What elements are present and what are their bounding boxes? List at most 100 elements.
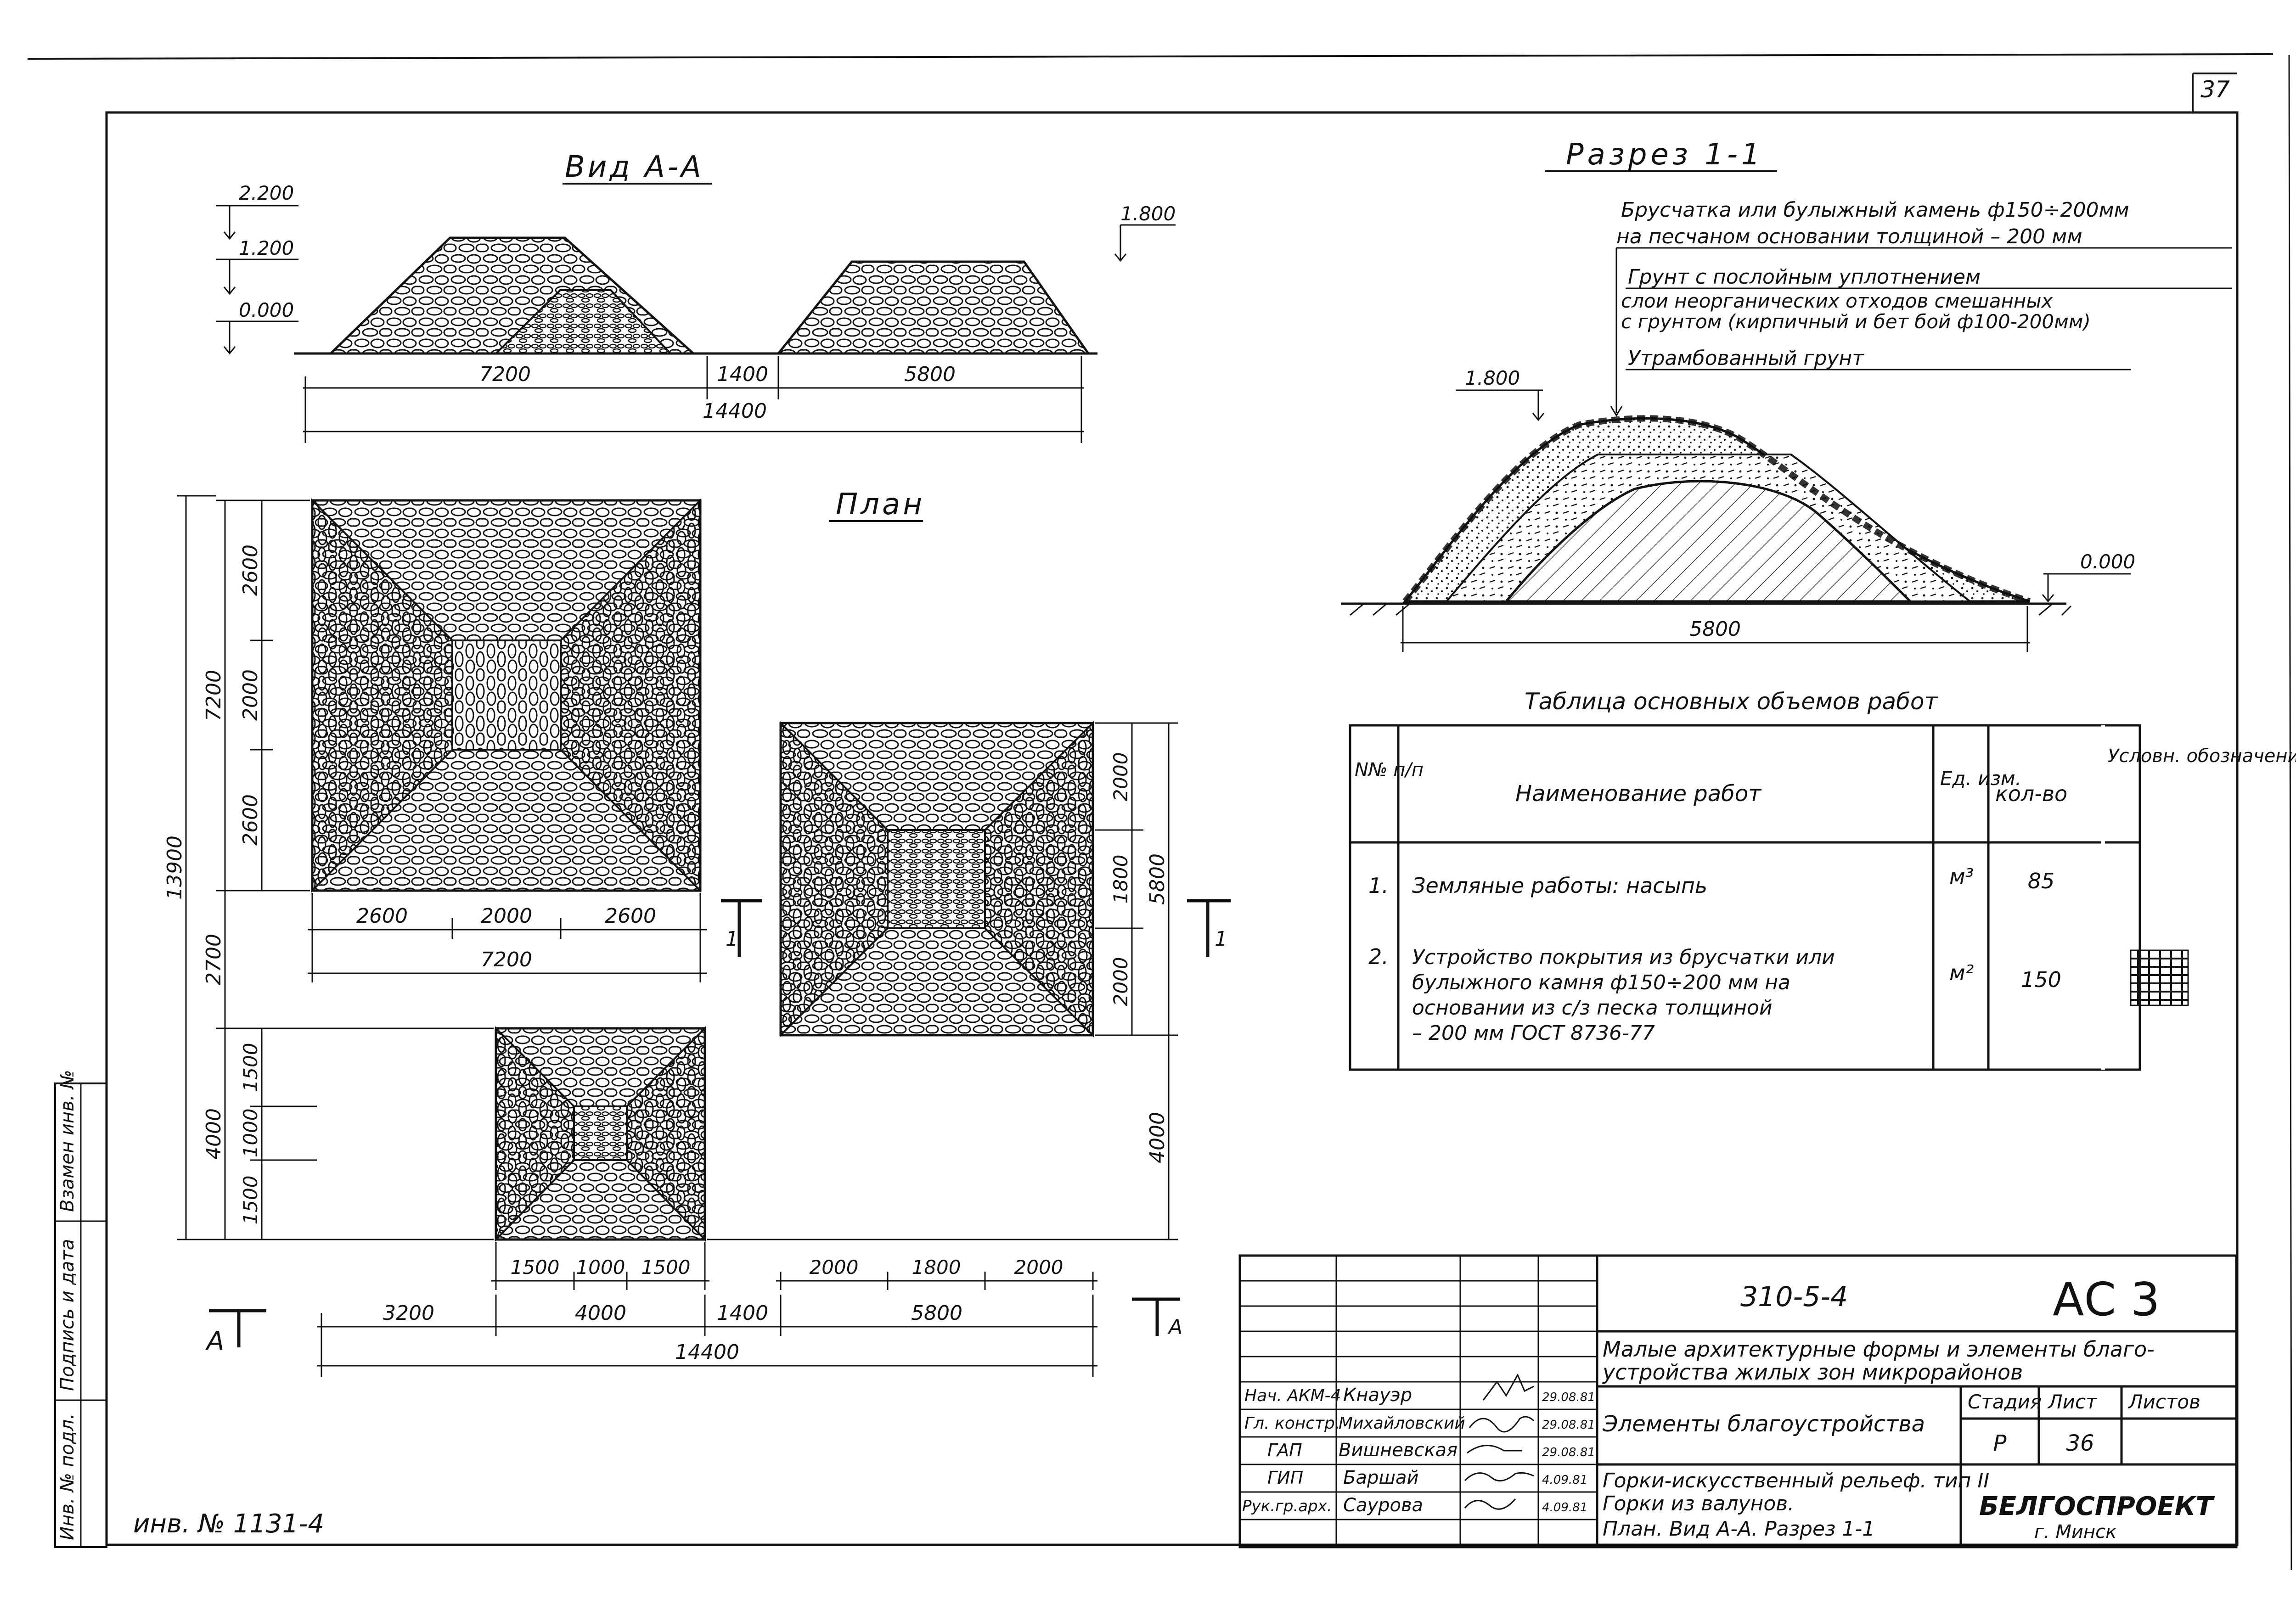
svg-text:N№ п/п: N№ п/п	[1355, 759, 1424, 780]
svg-text:2000: 2000	[1109, 752, 1132, 802]
svg-text:2600: 2600	[605, 904, 656, 928]
plan-small-pyramid	[495, 1026, 706, 1242]
table-title: Таблица основных объемов работ	[1525, 688, 1939, 715]
svg-text:1: 1	[726, 927, 738, 951]
svg-text:1.800: 1.800	[1465, 367, 1520, 389]
svg-text:1400: 1400	[717, 1301, 768, 1325]
svg-text:2000: 2000	[239, 669, 262, 721]
svg-text:85: 85	[2028, 869, 2055, 893]
inventory-number: инв. № 1131-4	[133, 1509, 324, 1539]
svg-text:Утрамбованный грунт: Утрамбованный грунт	[1628, 347, 1864, 370]
svg-text:Горки-искусственный рельеф. ти: Горки-искусственный рельеф. тип II	[1603, 1469, 1989, 1492]
svg-text:1400: 1400	[717, 363, 768, 386]
svg-text:14400: 14400	[703, 399, 767, 423]
left-strip: Взамен инв. № Подпись и дата Инв. № подл…	[57, 1070, 78, 1540]
svg-text:5800: 5800	[904, 363, 956, 386]
plan: План	[163, 488, 1231, 1377]
svg-text:1000: 1000	[576, 1256, 625, 1279]
svg-text:29.08.81: 29.08.81	[1542, 1418, 1595, 1432]
level-2200: 2.200	[239, 182, 294, 204]
svg-text:2000: 2000	[1014, 1256, 1064, 1279]
svg-text:Саурова: Саурова	[1343, 1495, 1423, 1516]
svg-text:Устройство покрытия из брусчат: Устройство покрытия из брусчатки или	[1412, 946, 1835, 969]
svg-text:Баршай: Баршай	[1343, 1467, 1418, 1488]
svg-text:с грунтом (кирпичный и бет бой: с грунтом (кирпичный и бет бой ф100-200м…	[1621, 310, 2091, 333]
svg-text:0.000: 0.000	[2080, 550, 2135, 573]
legend-symbol	[2130, 949, 2189, 1006]
svg-text:булыжного камня ф150÷200 мм на: булыжного камня ф150÷200 мм на	[1412, 971, 1790, 994]
svg-text:слои неорганических отходов см: слои неорганических отходов смешанных	[1621, 290, 2054, 312]
svg-text:2000: 2000	[481, 904, 532, 928]
svg-text:Грунт с послойным уплотнением: Грунт с послойным уплотнением	[1628, 265, 1981, 289]
svg-text:Брусчатка или булыжный камень: Брусчатка или булыжный камень ф150÷200мм	[1621, 198, 2129, 222]
svg-text:1500: 1500	[239, 1043, 262, 1092]
svg-text:1: 1	[1215, 927, 1227, 951]
svg-text:Вишневская: Вишневская	[1339, 1440, 1458, 1461]
svg-text:г. Минск: г. Минск	[2034, 1521, 2116, 1542]
svg-text:А: А	[205, 1326, 224, 1356]
svg-text:4000: 4000	[1146, 1112, 1169, 1163]
cut-markers	[209, 899, 1231, 1347]
svg-text:Нач. АКМ-4: Нач. АКМ-4	[1244, 1386, 1341, 1405]
svg-text:устройства жилых зон микрорайо: устройства жилых зон микрорайонов	[1602, 1360, 2023, 1385]
plan-big-pyramid	[311, 498, 702, 893]
svg-text:2600: 2600	[356, 904, 408, 928]
doc-code: 310-5-4	[1740, 1281, 1848, 1313]
svg-text:кол-во: кол-во	[1995, 781, 2067, 806]
volumes-table: Таблица основных объемов работ N№ п/п На…	[1349, 688, 2296, 1071]
svg-text:29.08.81: 29.08.81	[1542, 1446, 1595, 1459]
level-1800: 1.800	[1120, 202, 1176, 225]
sheet-frame	[27, 53, 2292, 1571]
svg-text:2.: 2.	[1368, 944, 1389, 969]
svg-text:Лист: Лист	[2047, 1391, 2098, 1413]
svg-text:Условн. обозначения: Условн. обозначения	[2108, 746, 2296, 767]
svg-text:7200: 7200	[479, 363, 531, 386]
svg-text:Земляные работы: насыпь: Земляные работы: насыпь	[1412, 873, 1707, 898]
svg-text:5800: 5800	[1689, 617, 1741, 641]
svg-text:Гл. констр.: Гл. констр.	[1244, 1414, 1340, 1433]
level-0000: 0.000	[239, 299, 294, 321]
signatures	[1464, 1373, 1535, 1510]
svg-text:Листов: Листов	[2127, 1391, 2200, 1413]
svg-text:4000: 4000	[575, 1301, 626, 1325]
sheet-mark: АС 3	[2053, 1273, 2160, 1326]
svg-text:4.09.81: 4.09.81	[1542, 1501, 1587, 1514]
svg-text:м³: м³	[1949, 864, 1974, 889]
svg-text:Подпись и дата: Подпись и дата	[57, 1239, 78, 1391]
svg-text:2000: 2000	[810, 1256, 859, 1279]
svg-text:1000: 1000	[239, 1109, 262, 1158]
svg-text:14400: 14400	[675, 1341, 739, 1364]
svg-text:1500: 1500	[239, 1176, 262, 1225]
view-aa: Вид А-А 2.200 1.200 0.000 1.800 7200 140…	[216, 150, 1176, 443]
svg-text:Элементы благоустройства: Элементы благоустройства	[1602, 1411, 1925, 1437]
org-name: БЕЛГОСПРОЕКТ	[1979, 1492, 2215, 1521]
svg-text:2700: 2700	[202, 934, 225, 985]
svg-text:5800: 5800	[911, 1301, 962, 1325]
svg-text:Взамен инв. №: Взамен инв. №	[57, 1070, 78, 1212]
svg-text:Малые архитектурные формы и эл: Малые архитектурные формы и элементы бла…	[1603, 1337, 2155, 1362]
svg-text:36: 36	[2066, 1430, 2094, 1456]
svg-text:29.08.81: 29.08.81	[1542, 1391, 1595, 1404]
svg-text:5800: 5800	[1146, 853, 1169, 905]
svg-text:ГАП: ГАП	[1267, 1440, 1302, 1460]
svg-text:13900: 13900	[163, 836, 186, 900]
svg-text:Михайловский: Михайловский	[1339, 1414, 1465, 1433]
title-block: 310-5-4 АС 3 Малые архитектурные формы и…	[1238, 1254, 2238, 1548]
svg-text:2600: 2600	[239, 544, 262, 596]
svg-text:Наименование работ: Наименование работ	[1515, 781, 1762, 807]
svg-text:Р: Р	[1993, 1430, 2007, 1456]
svg-text:2600: 2600	[239, 794, 262, 846]
svg-text:1800: 1800	[1109, 855, 1132, 904]
svg-text:1500: 1500	[642, 1256, 691, 1279]
svg-text:1500: 1500	[511, 1256, 560, 1279]
svg-text:4.09.81: 4.09.81	[1542, 1473, 1587, 1487]
svg-text:Инв. № подл.: Инв. № подл.	[57, 1413, 78, 1540]
svg-text:3200: 3200	[383, 1301, 434, 1325]
page-number: 37	[2200, 76, 2230, 103]
section-title: Разрез 1-1	[1566, 138, 1764, 172]
plan-title: План	[836, 488, 925, 522]
svg-text:основании из с/з песка толщино: основании из с/з песка толщиной	[1412, 996, 1773, 1020]
svg-text:4000: 4000	[202, 1108, 225, 1160]
svg-text:Рук.гр.арх.: Рук.гр.арх.	[1242, 1497, 1332, 1515]
level-1200: 1.200	[239, 237, 294, 259]
